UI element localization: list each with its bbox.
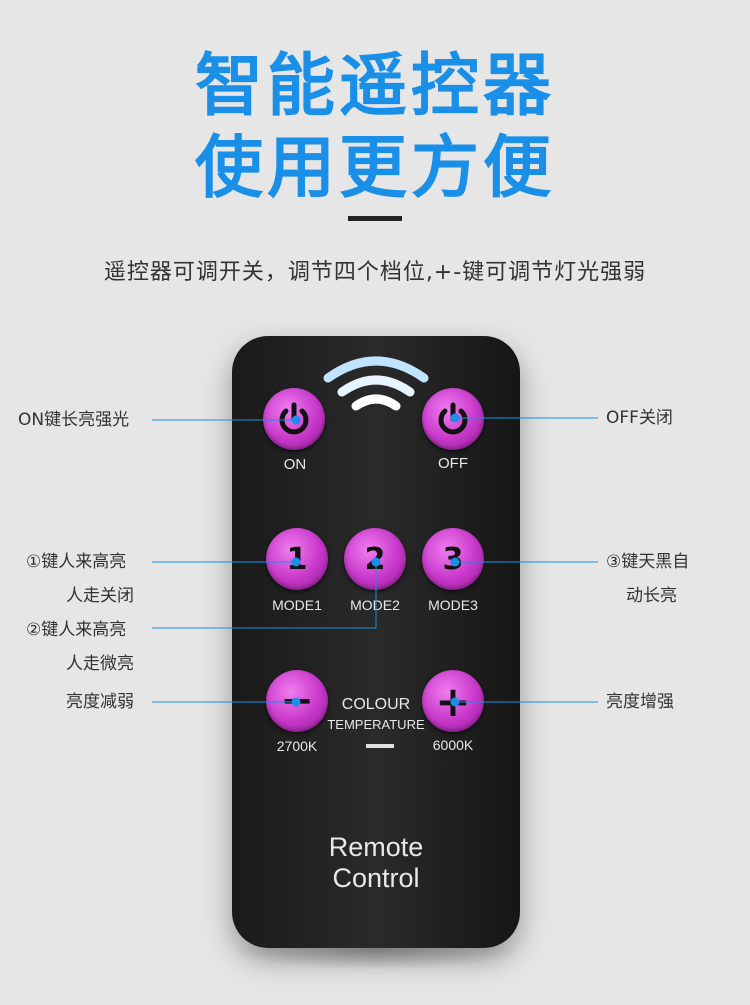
mode3-button[interactable]: 3 [422, 528, 484, 590]
on-button[interactable] [263, 388, 325, 450]
callout-plus: 亮度增强 [606, 692, 674, 712]
mode1-label: MODE1 [272, 597, 322, 613]
on-label: ON [283, 456, 307, 473]
callout-mode3-line1: ③键天黑自 [606, 552, 690, 572]
dash-mark [366, 744, 394, 748]
power-icon [279, 402, 309, 435]
brand-line2: Control [332, 863, 420, 893]
signal-icon [323, 356, 429, 411]
callout-mode2-line2: 人走微亮 [66, 654, 134, 674]
mode3-label: MODE3 [428, 597, 478, 613]
minus-label: 2700K [276, 738, 318, 754]
headline-line1: 智能遥控器 [194, 47, 555, 126]
plus-label: 6000K [432, 737, 474, 753]
callout-on: ON键长亮强光 [18, 410, 130, 430]
callout-off: OFF关闭 [606, 408, 673, 428]
callout-mode1-line1: ①键人来高亮 [26, 552, 127, 572]
mode2-label: MODE2 [350, 597, 400, 613]
mode1-button[interactable]: 1 [266, 528, 328, 590]
brand-line1: Remote [328, 832, 424, 862]
colour-label: COLOUR [341, 696, 411, 713]
remote-control: ON OFF 1 MODE1 2 MODE2 3 MODE3 − 2700K +… [232, 336, 520, 948]
callout-mode3-line2: 动长亮 [626, 586, 677, 606]
brightness-up-button[interactable]: + [422, 670, 484, 732]
headline-line2: 使用更方便 [194, 129, 555, 208]
off-label: OFF [438, 455, 468, 472]
mode2-button[interactable]: 2 [344, 528, 406, 590]
title-divider [348, 216, 402, 221]
callout-mode2-line1: ②键人来高亮 [26, 620, 127, 640]
temperature-label: TEMPERATURE [327, 717, 425, 732]
power-icon [438, 402, 468, 435]
brightness-down-button[interactable]: − [266, 670, 328, 732]
callout-mode1-line2: 人走关闭 [66, 586, 134, 606]
callout-minus: 亮度减弱 [66, 692, 134, 712]
subtitle: 遥控器可调开关，调节四个档位,+-键可调节灯光强弱 [103, 260, 647, 285]
off-button[interactable] [422, 388, 484, 450]
